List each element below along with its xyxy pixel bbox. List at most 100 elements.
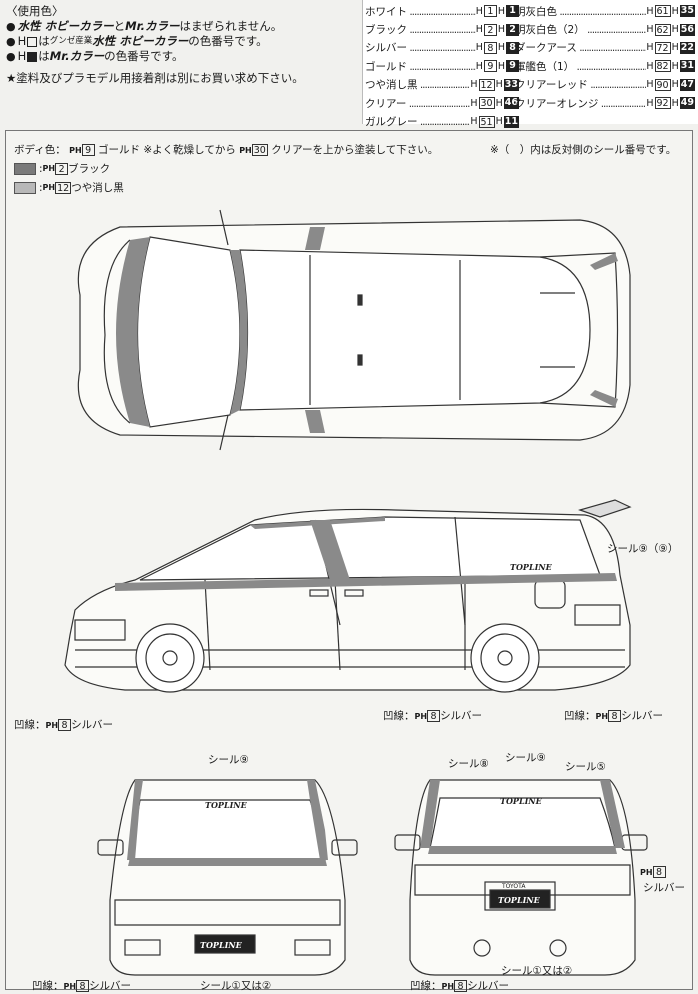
color-row: ゴールドH9H9 [365,57,523,75]
h-letter: H [495,97,503,109]
hobby-color-number: 9 [483,60,497,73]
h-letter: H [646,79,654,91]
label-seal-8: シール⑧ [448,758,489,770]
reverse-side-note: ※（ ）内は反対側のシール番号です。 [490,144,677,156]
h-letter: H [17,49,27,63]
usage-title: 〈使用色〉 [6,4,64,18]
legend-number: 2 [55,162,69,175]
hobby-color-number: 8 [483,41,497,54]
usage-line-1: ● 水性 ホビーカラー と Mr.カラー はまぜられません。 [6,19,356,34]
h-letter: H [475,24,483,36]
h-letter: H [475,60,483,72]
color-name: ゴールド [365,59,476,74]
label-seal-rear: シール⑨ [208,754,249,766]
clear-coat-note: クリアーを上から塗装して下さい。 [271,144,439,156]
filled-box-icon [27,51,38,62]
body-color-number: 9 [81,144,95,156]
label-seal-9: シール⑨ [505,752,546,764]
color-name: 明灰白色（2） [515,22,646,37]
pm-mark: PH [239,146,252,155]
mr-color-number: 49 [679,97,695,110]
h-letter: H [671,97,679,109]
usage-text: の色番号です。 [104,49,184,63]
body-color-name: ゴールド [98,144,141,156]
color-row: クリアーH30H46 [365,94,523,112]
h-letter: H [17,34,27,48]
h-letter: H [495,79,503,91]
bullet-icon: ● [6,35,16,48]
car-top-view [77,209,631,451]
color-name: ガルグレー [365,114,470,129]
hobby-color-number: 51 [478,115,495,128]
mr-color-number: 35 [679,5,695,18]
hobby-color-number: 1 [483,5,497,18]
pm-mark: PH [69,146,82,155]
hobby-color-number: 92 [654,97,671,110]
usage-text: の色番号です。 [188,34,268,48]
topline-logo: TOPLINE [510,562,553,572]
clear-color-number: 30 [251,144,268,156]
color-column-left: ホワイトH1H1ブラックH2H2シルバーH8H8ゴールドH9H9つや消し黒H12… [365,2,523,131]
label-seal-5: シール⑤ [565,761,606,773]
legend-name: つや消し黒 [71,182,124,194]
color-row: シルバーH8H8 [365,39,523,57]
label-seal-side: シール⑨（⑨） [607,543,679,555]
h-letter: H [671,79,679,91]
color-row: ガルグレーH51H11 [365,112,523,130]
color-name: 明灰白色 [515,4,646,19]
usage-text: と [113,19,126,33]
h-letter: H [646,97,654,109]
mr-color-number: 31 [679,60,695,73]
pm-mark: PH [42,183,56,192]
hobby-color-number: 72 [654,41,671,54]
color-name: クリアーオレンジ [515,96,646,111]
usage-line-3: ● H は Mr.カラー の色番号です。 [6,49,356,64]
topline-logo: TOPLINE [205,800,248,810]
legend-number: 12 [55,181,72,194]
color-row: 明灰白色H61H35 [515,2,698,20]
topline-plate: TOPLINE [200,940,243,950]
color-name: ダークアース [515,40,646,55]
h-letter: H [646,24,654,36]
label-silver: シルバー [643,882,685,894]
pm-mark: PH [42,164,56,173]
hobby-color-number: 61 [654,5,671,18]
hobby-color-number: 90 [654,78,671,91]
bullet-icon: ● [6,50,16,63]
legend-swatch-black [14,162,36,175]
color-name: クリアーレッド [515,77,646,92]
h-letter: H [671,42,679,54]
h-letter: H [646,60,654,72]
h-letter: H [470,97,478,109]
color-name: クリアー [365,96,470,111]
car-rear-view-right: TOPLINE TOYOTA TOPLINE [394,779,648,976]
hobby-color-number: 82 [654,60,671,73]
hobby-color-number: 2 [483,23,497,36]
color-row: つや消し黒H12H33 [365,76,523,94]
label-seal-1or2-right: シール①又は② [501,965,573,977]
toyota-emblem: TOYOTA [501,883,526,890]
legend-name: ブラック [68,163,111,175]
topline-plate: TOPLINE [498,895,541,905]
maker-name: グンゼ産業 [49,36,93,46]
empty-box-icon [27,36,38,47]
usage-line-2: ● H は グンゼ産業 水性 ホビーカラー の色番号です。 [6,34,356,49]
h-letter: H [497,24,505,36]
brand-hobby-color: 水性 ホビーカラー [17,19,114,33]
h-letter: H [646,5,654,17]
